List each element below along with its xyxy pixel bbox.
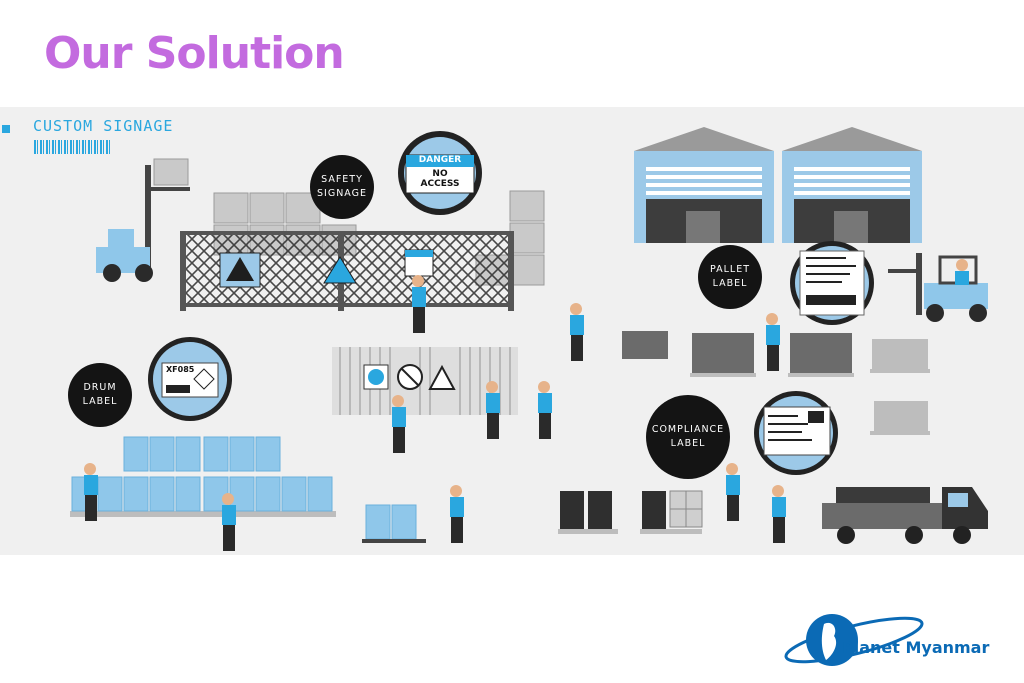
- barcode-icon: [34, 140, 112, 154]
- danger-no-access-placard: [404, 249, 434, 277]
- fan-boxes: [669, 490, 703, 528]
- drum-label-bubble: DRUM LABEL: [68, 363, 132, 427]
- forklift-left: [96, 158, 190, 282]
- magnifier-drum-label: [148, 337, 232, 421]
- drum-label-code: XF085: [166, 365, 195, 374]
- worker-figures: [84, 275, 786, 551]
- compliance-label-bubble: COMPLIANCE LABEL: [646, 395, 730, 479]
- globe-swoosh-icon: [784, 614, 924, 666]
- hazard-cabinets: [560, 491, 666, 529]
- warehouse-right: [782, 127, 922, 243]
- magnifier-no-access: [398, 131, 482, 215]
- no-access-sign-text: NO ACCESS: [420, 169, 460, 189]
- page-title: Our Solution: [44, 28, 345, 79]
- section-marker: [2, 125, 10, 133]
- danger-sign-text: DANGER: [418, 155, 462, 165]
- warehouse-left: [634, 127, 774, 243]
- delivery-truck: [822, 487, 988, 544]
- drum-stack: [71, 436, 417, 540]
- fence-warning-sign-2: [323, 256, 357, 284]
- pallet-boxes: [622, 331, 928, 431]
- brand-logo-text: Planet Myanmar: [842, 638, 990, 657]
- pallet-bases: [70, 369, 930, 534]
- magnifier-compliance-label: [754, 391, 838, 475]
- safety-signage-bubble: SAFETY SIGNAGE: [310, 155, 374, 219]
- fence-warning-sign-1: [219, 252, 261, 288]
- forklift-right: [888, 253, 988, 322]
- section-heading: CUSTOM SIGNAGE: [33, 117, 174, 135]
- illustration-panel: CUSTOM SIGNAGE SAFETY SIGNAGE PALLET LAB…: [0, 107, 1024, 555]
- magnifier-pallet-label: [790, 241, 874, 325]
- warehouse-illustration: [70, 127, 988, 551]
- pallet-label-bubble: PALLET LABEL: [698, 245, 762, 309]
